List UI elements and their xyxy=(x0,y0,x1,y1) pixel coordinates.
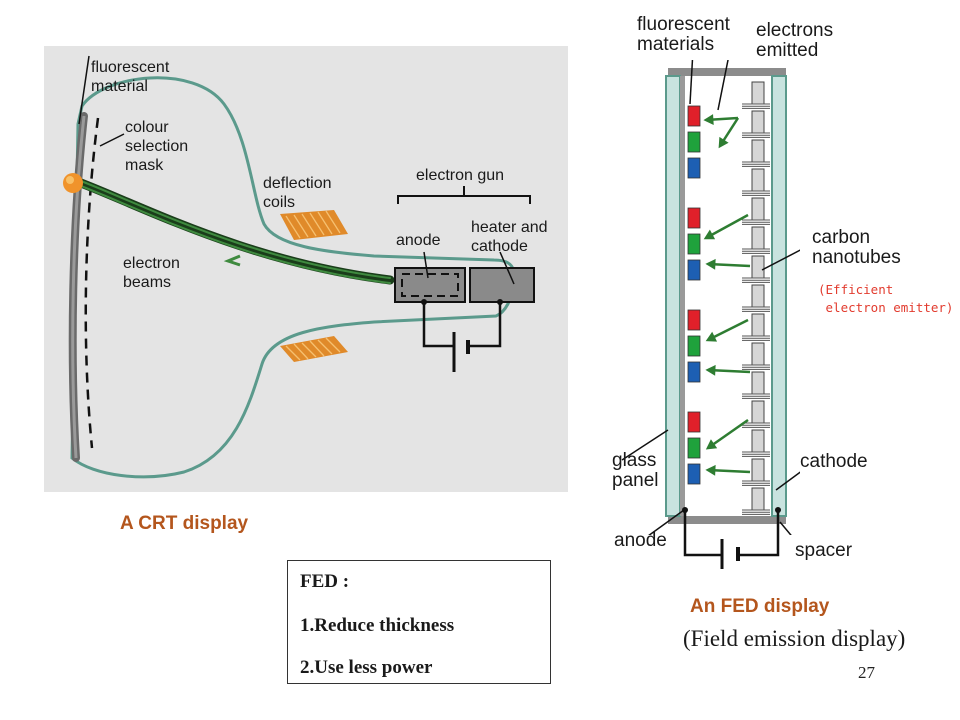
fed-label-glass-panel: glass panel xyxy=(612,450,659,491)
fluorescent-pixels xyxy=(687,105,701,485)
electron-arrowhead-3 xyxy=(703,229,716,240)
anode-plate xyxy=(680,76,685,516)
crt-label-electron-beams: electron beams xyxy=(123,255,180,291)
electron-arrowhead-1 xyxy=(703,114,714,125)
fed-label-spacer: spacer xyxy=(795,540,853,561)
fed-label-electrons-emitted: electrons emitted xyxy=(756,20,834,61)
fed-full-name: (Field emission display) xyxy=(683,626,906,651)
electron-arrowhead-4 xyxy=(705,258,716,270)
fed-top-plate xyxy=(668,68,786,76)
phosphor-pixel-6 xyxy=(687,259,701,281)
fed-label-cathode: cathode xyxy=(800,451,868,472)
colour-selection-mask-line xyxy=(84,117,100,449)
cathode-array xyxy=(742,81,770,515)
notes-title: FED : xyxy=(300,571,350,592)
electron-arrow-7 xyxy=(707,418,749,450)
phosphor-pixel-8 xyxy=(687,335,701,357)
cathode-cell-11 xyxy=(742,371,770,399)
fed-label-anode: anode xyxy=(614,530,667,551)
crt-caption: A CRT display xyxy=(120,513,249,534)
electron-arrow-3 xyxy=(705,213,749,240)
electron-arrowhead-8 xyxy=(705,464,716,476)
phosphor-pixel-2 xyxy=(687,131,701,153)
crt-label-electron-gun: electron gun xyxy=(416,167,505,184)
phosphor-pixel-10 xyxy=(687,411,701,433)
phosphor-pixel-3 xyxy=(687,157,701,179)
cathode-cell-8 xyxy=(742,284,770,312)
electron-gun-bracket xyxy=(397,195,531,204)
fed-caption: An FED display xyxy=(690,596,830,617)
cathode-cell-10 xyxy=(742,342,770,370)
fed-label-carbon-nanotubes: carbon nanotubes xyxy=(812,227,901,268)
page-number: 27 xyxy=(858,663,875,682)
crt-label-colour-selection-mask: colour selection mask xyxy=(125,119,189,174)
cathode-cell-2 xyxy=(742,110,770,138)
crt-diagram xyxy=(63,55,535,479)
phosphor-pixel-11 xyxy=(687,437,701,459)
electron-beams xyxy=(68,175,395,285)
electron-arrowhead-2 xyxy=(718,136,729,149)
fed-emitter-note: (Efficient electron emitter) xyxy=(818,282,954,315)
electron-arrowhead-7 xyxy=(705,439,718,450)
phosphor-pixel-12 xyxy=(687,463,701,485)
cathode-cell-13 xyxy=(742,429,770,457)
crt-label-fluorescent-material: fluorescent material xyxy=(91,59,170,95)
electron-arrowhead-5 xyxy=(705,331,718,342)
cathode-cell-1 xyxy=(742,81,770,109)
deflection-coil-top xyxy=(280,210,348,240)
cathode-cell-15 xyxy=(742,487,770,515)
fed-circuit xyxy=(683,510,780,569)
glass-panel-right xyxy=(771,75,787,517)
phosphor-pixel-7 xyxy=(687,309,701,331)
electron-arrows xyxy=(703,114,751,476)
electron-arrowhead-6 xyxy=(705,364,716,376)
phosphor-pixel-4 xyxy=(687,207,701,229)
fed-diagram xyxy=(621,60,800,535)
glass-panel-left xyxy=(665,75,681,517)
notes-item-1: 1.Reduce thickness xyxy=(300,615,455,636)
crt-label-deflection-coils: deflection coils xyxy=(263,175,332,211)
phosphor-pixel-9 xyxy=(687,361,701,383)
cathode-cell-7 xyxy=(742,255,770,283)
notes-item-2: 2.Use less power xyxy=(300,657,433,678)
fed-bottom-plate xyxy=(668,516,786,524)
cathode-cell-9 xyxy=(742,313,770,341)
cathode-cell-6 xyxy=(742,226,770,254)
fed-notes-box: FED : 1.Reduce thickness 2.Use less powe… xyxy=(287,560,551,684)
phosphor-pixel-5 xyxy=(687,233,701,255)
fed-label-fluorescent-materials: fluorescent materials xyxy=(637,14,730,55)
cathode-cell-14 xyxy=(742,458,770,486)
cathode-cell-5 xyxy=(742,197,770,225)
crt-label-heater-and-cathode: heater and cathode xyxy=(471,219,548,255)
gun-circuit xyxy=(422,302,502,348)
electron-arrow-5 xyxy=(707,318,749,342)
phosphor-pixel-1 xyxy=(687,105,701,127)
beam-spot xyxy=(63,173,83,193)
electron-direction-arrow xyxy=(223,254,241,267)
cathode-cell-4 xyxy=(742,168,770,196)
cathode-cell-3 xyxy=(742,139,770,167)
cathode-cell-12 xyxy=(742,400,770,428)
heater-cathode-block xyxy=(469,267,535,303)
crt-label-anode: anode xyxy=(396,232,441,249)
